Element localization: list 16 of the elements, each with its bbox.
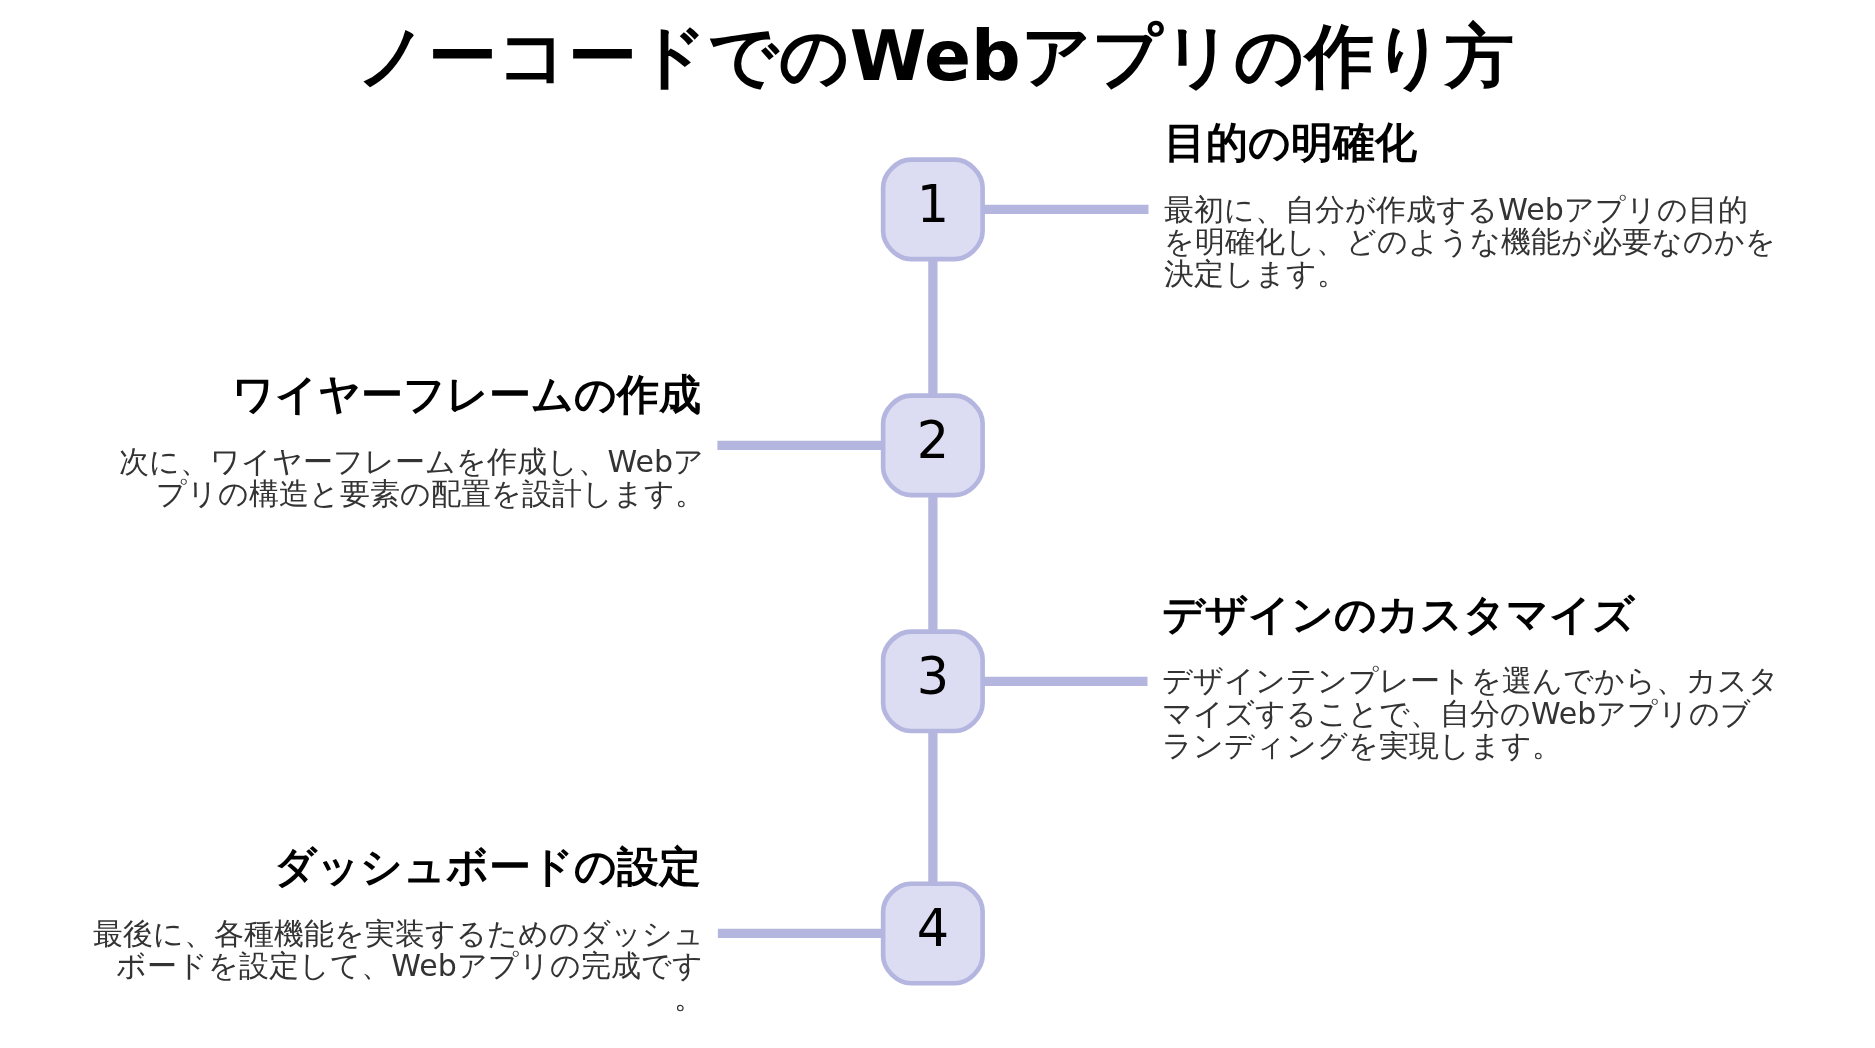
node-text: デザインのカスタマイズ デザインテンプレートを選んでから、カスタマイズすることで、自分のWebアプリのブランディングを実現します。 <box>1161 590 1779 764</box>
connector <box>717 928 883 939</box>
node-box: 1 <box>880 157 985 262</box>
connector <box>928 731 938 884</box>
connector <box>928 259 938 396</box>
node-text: ワイヤーフレームの作成 次に、ワイヤーフレームを作成し、Webアプリの構造と要素の配置を設計します。 <box>118 370 705 512</box>
node-box: 4 <box>880 881 985 986</box>
node-box: 3 <box>880 629 985 734</box>
diagram-title: ノーコードでのWebアプリの作り方 <box>356 15 1514 96</box>
connector <box>928 495 938 632</box>
node-text: ダッシュボードの設定 最後に、各種機能を実装するためのダッシュボードを設定して、Webアプリの完成です。 <box>93 842 705 1016</box>
node-box: 2 <box>880 393 985 498</box>
node-text: 目的の明確化 最初に、自分が作成するWebアプリの目的を明確化し、どのような機能が必要なのかを決定します。 <box>1164 118 1777 292</box>
connector <box>983 204 1149 214</box>
connector <box>717 440 883 450</box>
connector <box>983 676 1148 686</box>
